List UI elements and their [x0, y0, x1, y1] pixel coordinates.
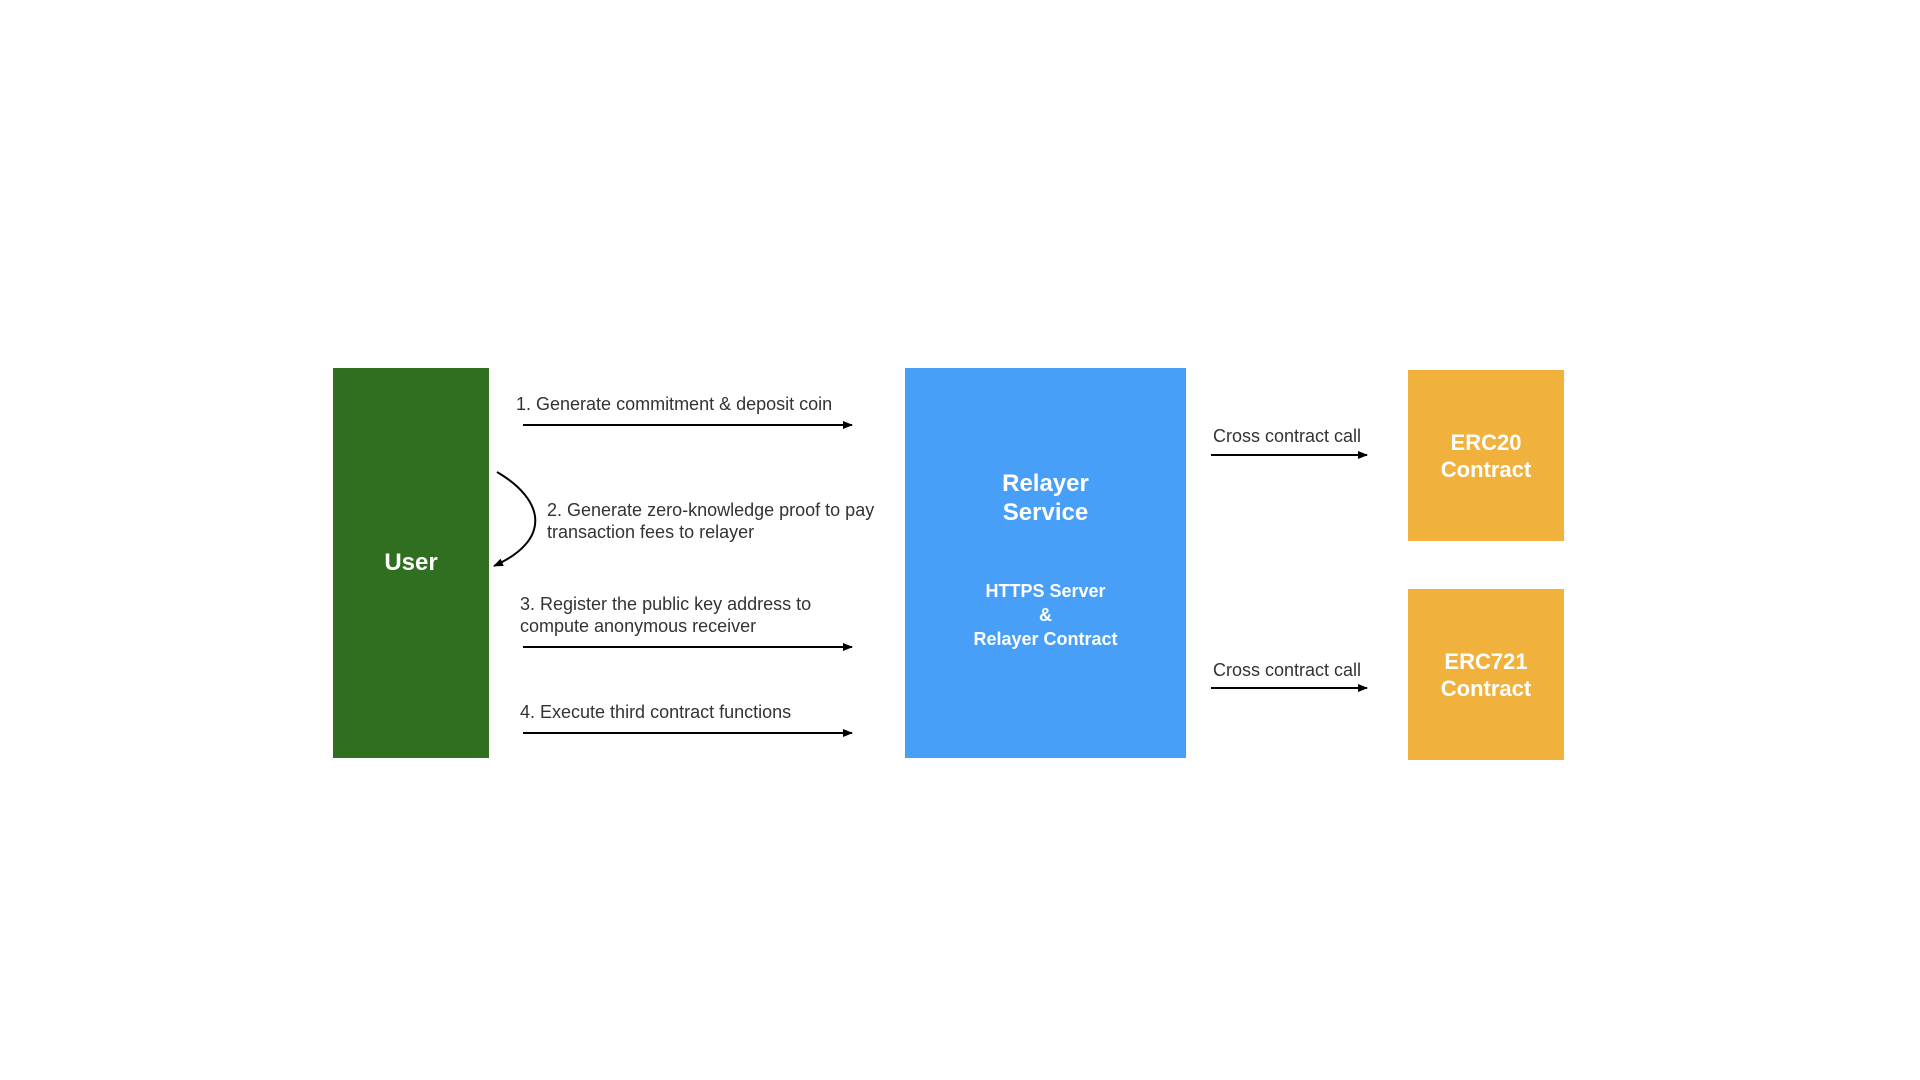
step2-self-arrow	[493, 471, 537, 567]
step4-label: 4. Execute third contract functions	[520, 702, 792, 722]
cross-call-erc721-label: Cross contract call	[1213, 660, 1362, 680]
step2-label: 2. Generate zero-knowledge proof to pay …	[547, 500, 875, 542]
erc20-contract-node: ERC20 Contract	[1408, 370, 1564, 541]
user-node: User	[333, 368, 489, 758]
relayer-service-subtitle: HTTPS Server & Relayer Contract	[973, 581, 1118, 649]
user-label: User	[384, 549, 438, 576]
cross-call-erc20-label: Cross contract call	[1213, 426, 1362, 446]
step1-label: 1. Generate commitment & deposit coin	[516, 394, 833, 414]
relayer-service-node: Relayer Service HTTPS Server & Relayer C…	[905, 368, 1186, 758]
relayer-service-title: Relayer Service	[1002, 470, 1089, 526]
erc721-contract-node: ERC721 Contract	[1408, 589, 1564, 760]
erc721-contract-label: ERC721 Contract	[1440, 648, 1532, 701]
erc20-contract-label: ERC20 Contract	[1440, 429, 1532, 482]
step3-label: 3. Register the public key address to co…	[520, 594, 812, 636]
